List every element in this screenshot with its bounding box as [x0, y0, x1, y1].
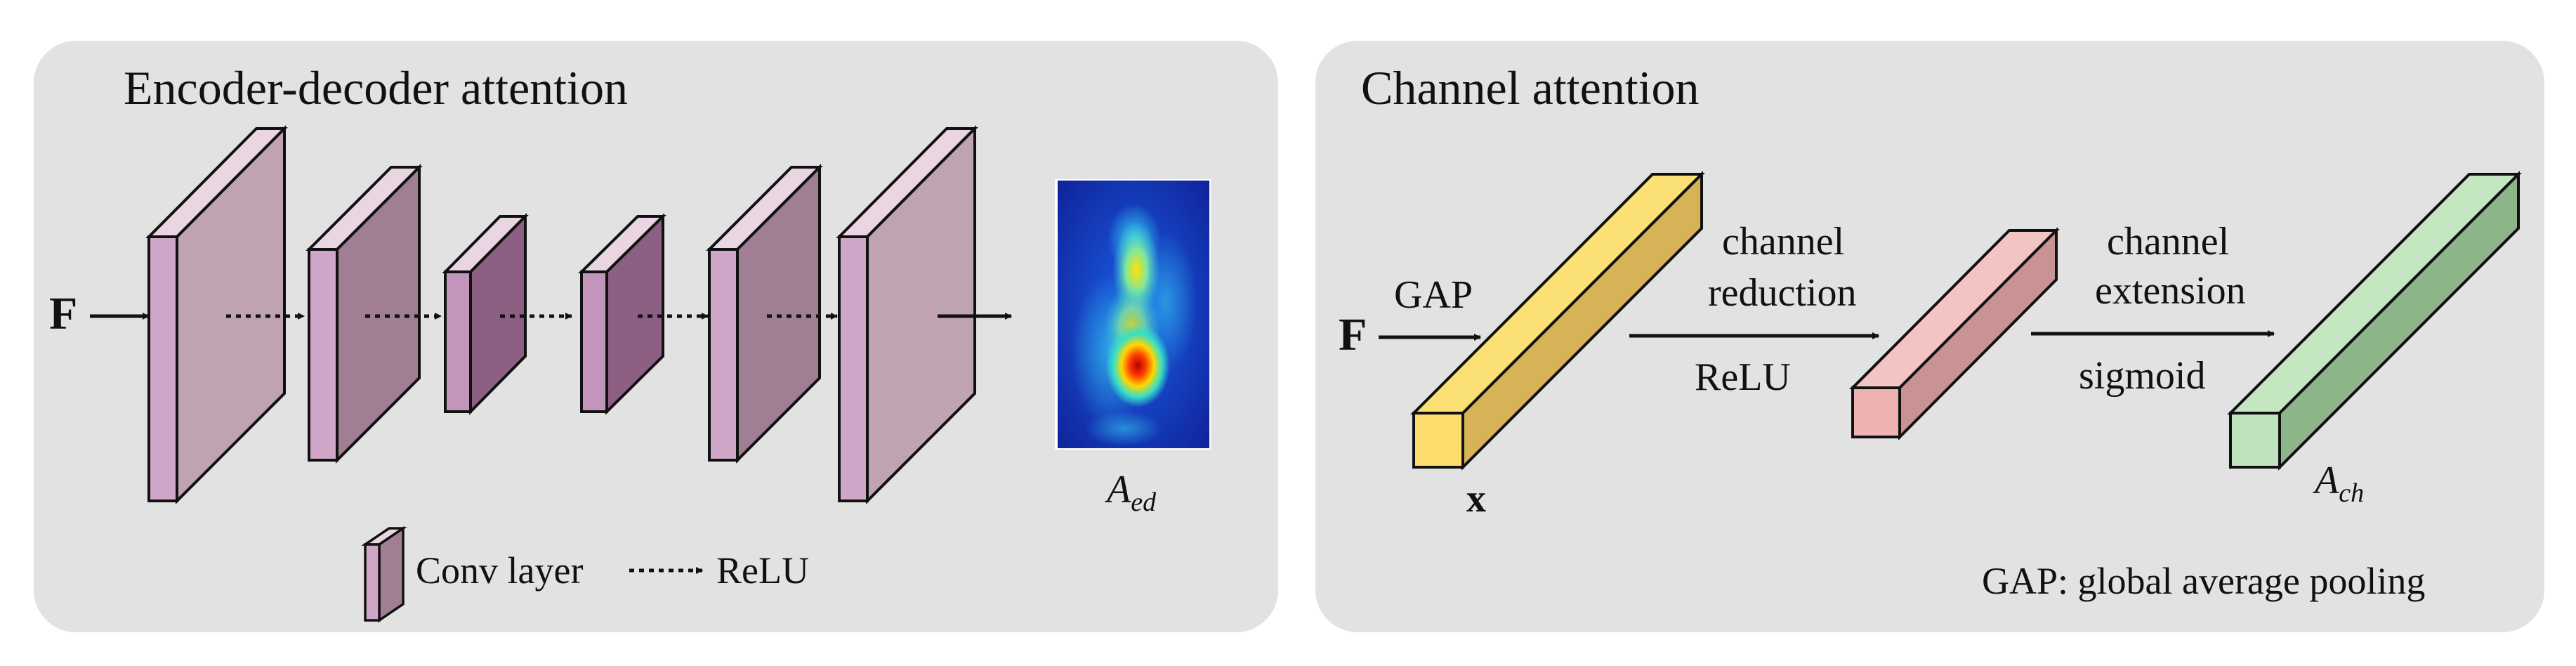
sigmoid-label: sigmoid — [2079, 354, 2205, 398]
conv-layer-2 — [305, 164, 423, 464]
gap-feature-vector — [1410, 171, 1705, 471]
channel-attention-vector — [2227, 171, 2522, 471]
left-input-label: F — [49, 288, 77, 339]
legend-conv-label: Conv layer — [416, 549, 583, 592]
encoder-decoder-panel: Encoder-decoder attention F — [34, 41, 1278, 632]
gap-label: GAP — [1394, 273, 1473, 317]
x-label: x — [1466, 477, 1486, 521]
conv-layer-5 — [706, 164, 823, 464]
conv-layer-icon — [361, 525, 407, 623]
left-panel-title: Encoder-decoder attention — [124, 61, 628, 115]
channel-attention-output-label: Ach — [2312, 459, 2364, 508]
conv-layer-3 — [442, 213, 529, 415]
legend: Conv layer ReLU — [361, 525, 809, 623]
reduction-label-line2: reduction — [1708, 271, 1856, 315]
relu-label: ReLU — [1695, 355, 1791, 399]
right-panel-title: Channel attention — [1361, 61, 1700, 115]
gap-footnote: GAP: global average pooling — [1982, 560, 2425, 602]
conv-layer-6 — [836, 125, 978, 504]
legend-relu-label: ReLU — [716, 549, 809, 592]
conv-layer-4 — [578, 213, 666, 415]
extension-label-line1: channel — [2107, 220, 2229, 263]
extension-label-line2: extension — [2095, 269, 2246, 313]
right-input-label: F — [1339, 309, 1367, 360]
reduction-label-line1: channel — [1722, 220, 1844, 263]
channel-attention-panel: Channel attention F GAP x channel reduct… — [1315, 41, 2544, 632]
encoder-decoder-output-label: Aed — [1104, 468, 1157, 517]
attention-heatmap-image — [1055, 179, 1211, 450]
reduced-feature-vector — [1849, 227, 2060, 440]
